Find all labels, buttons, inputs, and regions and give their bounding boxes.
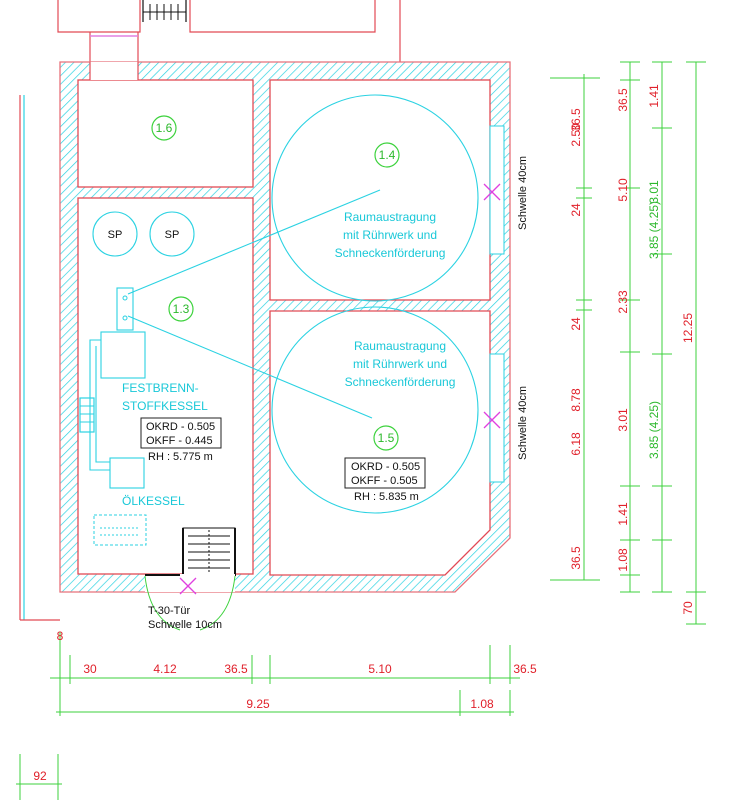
silo-okrd: OKRD - 0.505 — [351, 461, 420, 473]
dim-right-6-18: 6.18 — [569, 432, 583, 456]
dim-green-1-41: 1.41 — [647, 84, 661, 108]
dim-9-25: 9.25 — [246, 697, 270, 711]
boiler-rh: RH : 5.775 m — [148, 451, 213, 463]
silo-lower-line-2: mit Rührwerk und — [353, 357, 447, 371]
interior-stair — [182, 527, 236, 577]
dim-right-36-5-top: 36.5 — [569, 108, 583, 132]
solid-fuel-label-2: STOFFKESSEL — [122, 399, 208, 413]
boiler-okff: OKFF - 0.445 — [146, 435, 213, 447]
dim-92: 92 — [33, 769, 47, 783]
silo-circle-upper — [271, 94, 479, 302]
threshold-lower: Schwelle 40cm — [517, 386, 529, 460]
dim-right-36-5-bottom: 36.5 — [569, 546, 583, 570]
storage-tank-2 — [149, 211, 195, 257]
room-badge-1-6 — [151, 115, 177, 141]
room-badge-1-3 — [168, 296, 194, 322]
dim-mid-2-33: 2.33 — [616, 290, 630, 314]
hatch-valve-upper — [483, 183, 501, 201]
dim-right-2-50: 2.50 — [569, 123, 583, 147]
silo-lower-line-1: Raumaustragung — [354, 339, 446, 353]
level-box-silo — [344, 457, 426, 489]
conveyor-line-upper — [127, 189, 381, 295]
room-badge-1-5 — [373, 425, 399, 451]
dim-mid-1-41: 1.41 — [616, 502, 630, 526]
dim-36-5-left: 36.5 — [224, 662, 248, 676]
window-lower — [489, 353, 505, 483]
dim-right-8-78: 8.78 — [569, 388, 583, 412]
room-badge-1-4 — [374, 142, 400, 168]
door-threshold: Schwelle 10cm — [148, 619, 222, 631]
dim-mid-5-10: 5.10 — [616, 178, 630, 202]
oil-tank — [93, 514, 147, 546]
dim-green-3-85-lower: 3.85 (4.25) — [647, 401, 661, 459]
dim-8: 8 — [57, 629, 64, 643]
level-box-boiler — [140, 417, 222, 449]
dim-5-10: 5.10 — [368, 662, 392, 676]
conveyor-line-lower — [127, 315, 373, 419]
threshold-upper: Schwelle 40cm — [517, 156, 529, 230]
room-number-1-6: 1.6 — [156, 121, 173, 135]
room-number-1-5: 1.5 — [378, 431, 395, 445]
dim-green-3-01: 3.01 — [647, 180, 661, 204]
silo-rh: RH : 5.835 m — [354, 491, 419, 503]
pump-group — [79, 397, 95, 433]
boiler-okrd: OKRD - 0.505 — [146, 421, 215, 433]
silo-lower-line-3: Schneckenförderung — [345, 375, 456, 389]
silo-circle-lower — [271, 306, 479, 514]
window-upper — [489, 125, 505, 255]
fire-door — [144, 574, 236, 631]
oil-boiler — [109, 457, 145, 489]
hatch-valve-lower — [483, 411, 501, 429]
dim-36-5-right: 36.5 — [513, 662, 537, 676]
dim-far-70: 70 — [681, 601, 695, 615]
solid-fuel-label-1: FESTBRENN- — [122, 381, 199, 395]
left-wall-lines — [19, 95, 60, 621]
dim-mid-3-01: 3.01 — [616, 408, 630, 432]
dim-green-3-85-upper: 3.85 (4.25) — [647, 201, 661, 259]
oil-boiler-label: ÖLKESSEL — [122, 494, 185, 508]
dim-1-08-bottom: 1.08 — [470, 697, 494, 711]
room-1-3 — [77, 197, 254, 575]
dim-4-12: 4.12 — [153, 662, 177, 676]
silo-upper-line-3: Schneckenförderung — [335, 246, 446, 260]
dim-right-24-b: 24 — [569, 317, 583, 331]
solid-fuel-boiler — [89, 287, 146, 471]
silo-upper-line-1: Raumaustragung — [344, 210, 436, 224]
silo-okff: OKFF - 0.505 — [351, 475, 418, 487]
room-number-1-3: 1.3 — [173, 302, 190, 316]
dim-mid-36-5: 36.5 — [616, 88, 630, 112]
dim-far-12-25: 12.25 — [681, 313, 695, 343]
door-label: T-30-Tür — [148, 605, 191, 617]
storage-label-1: SP — [108, 229, 123, 241]
upper-building-outline — [57, 0, 401, 62]
room-number-1-4: 1.4 — [379, 148, 396, 162]
dim-30: 30 — [83, 662, 97, 676]
right-dimension-lines — [550, 61, 706, 625]
storage-label-2: SP — [165, 229, 180, 241]
bottom-dimension-lines — [16, 632, 520, 800]
storage-tank-1 — [92, 211, 138, 257]
upper-stair — [142, 0, 187, 22]
silo-upper-line-2: mit Rührwerk und — [343, 228, 437, 242]
dim-right-24-a: 24 — [569, 203, 583, 217]
dim-mid-1-08: 1.08 — [616, 548, 630, 572]
